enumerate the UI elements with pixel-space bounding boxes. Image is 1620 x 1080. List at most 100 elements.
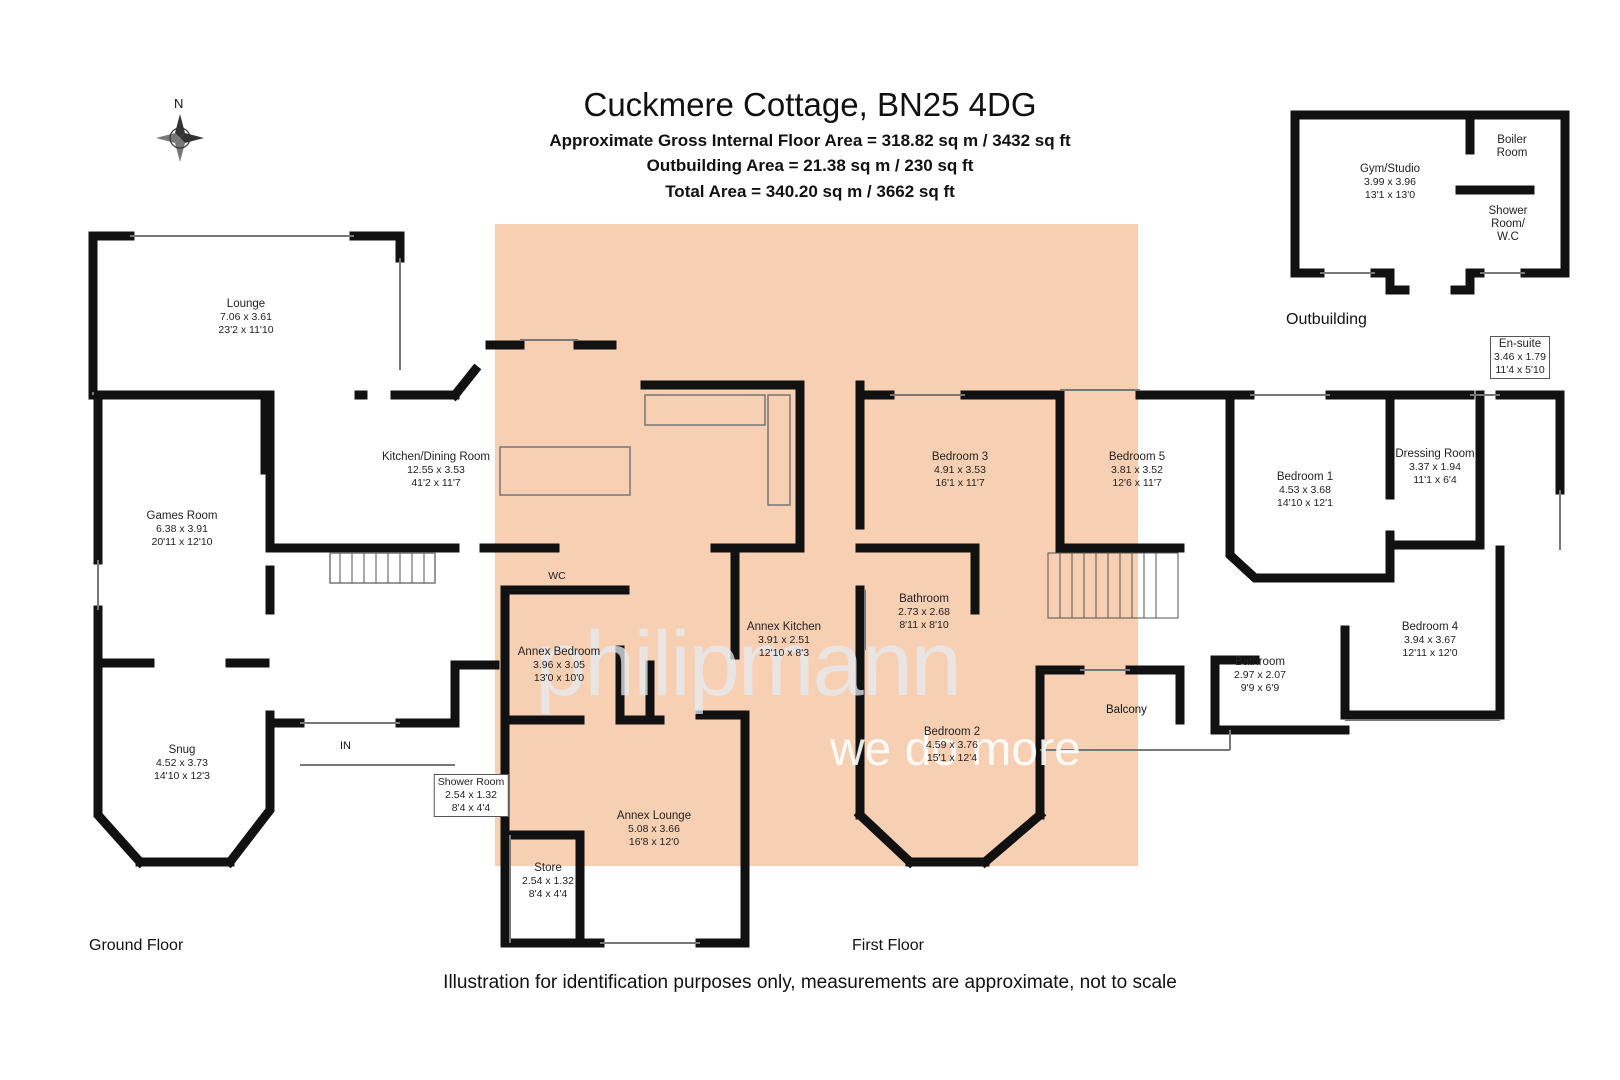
- room-imperial: 20'11 x 12'10: [151, 536, 213, 548]
- room-metric: 4.59 x 3.76: [926, 739, 978, 751]
- room-bedroom-1: Bedroom 1 4.53 x 3.68 14'10 x 12'1: [1277, 471, 1333, 510]
- room-metric: 7.06 x 3.61: [220, 311, 272, 323]
- room-name: En-suite: [1498, 338, 1542, 350]
- room-metric: 3.46 x 1.79: [1494, 351, 1546, 363]
- room-bathroom-second: Bathroom 2.97 x 2.07 9'9 x 6'9: [1234, 656, 1286, 695]
- room-bathroom-first: Bathroom 2.73 x 2.68 8'11 x 8'10: [898, 593, 950, 632]
- room-name: Bathroom: [899, 593, 949, 605]
- first-floor-windows: [864, 389, 1561, 751]
- room-imperial: 41'2 x 11'7: [411, 477, 461, 489]
- room-imperial: 8'4 x 4'4: [451, 802, 491, 814]
- room-kitchen-dining: Kitchen/Dining Room 12.55 x 3.53 41'2 x …: [382, 451, 490, 490]
- room-metric: 12.55 x 3.53: [407, 464, 465, 476]
- room-name: Boiler Room: [1496, 134, 1528, 159]
- room-imperial: 16'1 x 11'7: [935, 477, 985, 489]
- room-name: Bedroom 5: [1108, 451, 1166, 463]
- outbuilding-area-text: Outbuilding Area = 21.38 sq m / 230 sq f…: [646, 156, 974, 175]
- room-name: Annex Lounge: [616, 810, 692, 822]
- room-name: Kitchen/Dining Room: [381, 451, 491, 463]
- room-imperial: 9'9 x 6'9: [1240, 682, 1280, 694]
- room-en-suite: En-suite 3.46 x 1.79 11'4 x 5'10: [1490, 336, 1550, 379]
- staircase-ground: [339, 553, 425, 583]
- room-imperial: 15'1 x 12'4: [926, 752, 978, 764]
- room-annex-lounge: Annex Lounge 5.08 x 3.66 16'8 x 12'0: [617, 810, 691, 849]
- watermark-brand: philipmann: [535, 613, 962, 715]
- room-imperial: 12'11 x 12'0: [1402, 647, 1458, 659]
- room-dressing-room: Dressing Room 3.37 x 1.94 11'1 x 6'4: [1395, 448, 1474, 487]
- room-name: Shower Room/ W.C: [1488, 205, 1528, 243]
- room-imperial: 11'4 x 5'10: [1495, 364, 1545, 376]
- first-floor-label: First Floor: [852, 937, 924, 954]
- room-metric: 3.99 x 3.96: [1364, 176, 1416, 188]
- room-name: Bedroom 1: [1276, 471, 1334, 483]
- room-name: Lounge: [226, 298, 266, 310]
- room-metric: 3.96 x 3.05: [533, 659, 585, 671]
- room-name: WC: [548, 570, 566, 582]
- room-snug: Snug 4.52 x 3.73 14'10 x 12'3: [154, 744, 210, 783]
- room-imperial: 16'8 x 12'0: [628, 836, 680, 848]
- room-metric: 2.54 x 1.32: [445, 789, 497, 801]
- room-imperial: 13'0 x 10'0: [533, 672, 585, 684]
- room-imperial: 13'1 x 13'0: [1364, 189, 1416, 201]
- room-metric: 5.08 x 3.66: [628, 823, 680, 835]
- outbuilding-walls: [1290, 110, 1570, 295]
- room-bedroom-4: Bedroom 4 3.94 x 3.67 12'11 x 12'0: [1402, 621, 1458, 660]
- room-wc: WC: [548, 570, 566, 583]
- room-metric: 4.91 x 3.53: [934, 464, 986, 476]
- room-metric: 2.54 x 1.32: [522, 875, 574, 887]
- room-metric: 3.81 x 3.52: [1111, 464, 1163, 476]
- room-annex-kitchen: Annex Kitchen 3.91 x 2.51 12'10 x 8'3: [747, 621, 821, 660]
- kitchen-fittings: [329, 394, 791, 584]
- room-games-room: Games Room 6.38 x 3.91 20'11 x 12'10: [147, 510, 218, 549]
- room-name: Annex Bedroom: [517, 646, 601, 658]
- room-boiler-room: Boiler Room: [1492, 134, 1532, 160]
- room-imperial: 14'10 x 12'1: [1277, 497, 1333, 509]
- balcony-label: Balcony: [1106, 704, 1147, 716]
- room-metric: 2.73 x 2.68: [898, 606, 950, 618]
- room-metric: 3.91 x 2.51: [758, 634, 810, 646]
- room-name: Games Room: [146, 510, 218, 522]
- room-shower-room: Shower Room 2.54 x 1.32 8'4 x 4'4: [433, 774, 509, 817]
- first-floor-walls: [853, 380, 1565, 869]
- watermark-tagline: we do more: [830, 723, 1081, 776]
- ground-floor-walls: [88, 231, 805, 948]
- room-name: Bedroom 3: [931, 451, 989, 463]
- room-metric: 4.53 x 3.68: [1279, 484, 1331, 496]
- room-imperial: 8'11 x 8'10: [899, 619, 949, 631]
- compass-rose-icon: [156, 114, 204, 162]
- compass-north-label: N: [174, 96, 184, 111]
- entrance-label: IN: [340, 740, 351, 752]
- room-metric: 4.52 x 3.73: [156, 757, 208, 769]
- disclaimer-text: Illustration for identification purposes…: [443, 972, 1177, 993]
- room-shower-room-wc: Shower Room/ W.C: [1485, 205, 1531, 244]
- room-imperial: 8'4 x 4'4: [528, 888, 568, 900]
- room-bedroom-2: Bedroom 2 4.59 x 3.76 15'1 x 12'4: [924, 726, 980, 765]
- room-metric: 3.94 x 3.67: [1404, 634, 1456, 646]
- room-metric: 2.97 x 2.07: [1234, 669, 1286, 681]
- room-name: Shower Room: [437, 776, 505, 788]
- total-area-text: Total Area = 340.20 sq m / 3662 sq ft: [665, 182, 955, 201]
- room-metric: 6.38 x 3.91: [156, 523, 208, 535]
- room-imperial: 11'1 x 6'4: [1413, 474, 1457, 486]
- room-metric: 3.37 x 1.94: [1409, 461, 1461, 473]
- property-title: Cuckmere Cottage, BN25 4DG: [583, 86, 1037, 123]
- room-name: Store: [534, 862, 562, 874]
- staircase-first: [1047, 552, 1179, 619]
- room-imperial: 14'10 x 12'3: [154, 770, 210, 782]
- room-name: Dressing Room: [1395, 448, 1475, 460]
- room-name: Snug: [168, 744, 196, 756]
- outbuilding-label: Outbuilding: [1286, 311, 1367, 328]
- room-bedroom-3: Bedroom 3 4.91 x 3.53 16'1 x 11'7: [932, 451, 988, 490]
- room-lounge: Lounge 7.06 x 3.61 23'2 x 11'10: [218, 298, 273, 337]
- room-imperial: 23'2 x 11'10: [218, 324, 274, 336]
- room-bedroom-5: Bedroom 5 3.81 x 3.52 12'6 x 11'7: [1109, 451, 1165, 490]
- room-name: Bedroom 4: [1401, 621, 1459, 633]
- ground-floor-label: Ground Floor: [89, 937, 184, 954]
- room-imperial: 12'10 x 8'3: [758, 647, 810, 659]
- room-annex-bedroom: Annex Bedroom 3.96 x 3.05 13'0 x 10'0: [518, 646, 600, 685]
- ground-floor-windows: [92, 235, 700, 944]
- room-name: Bathroom: [1235, 656, 1285, 668]
- room-name: Gym/Studio: [1359, 163, 1421, 175]
- annex-highlight-area: [495, 224, 1138, 866]
